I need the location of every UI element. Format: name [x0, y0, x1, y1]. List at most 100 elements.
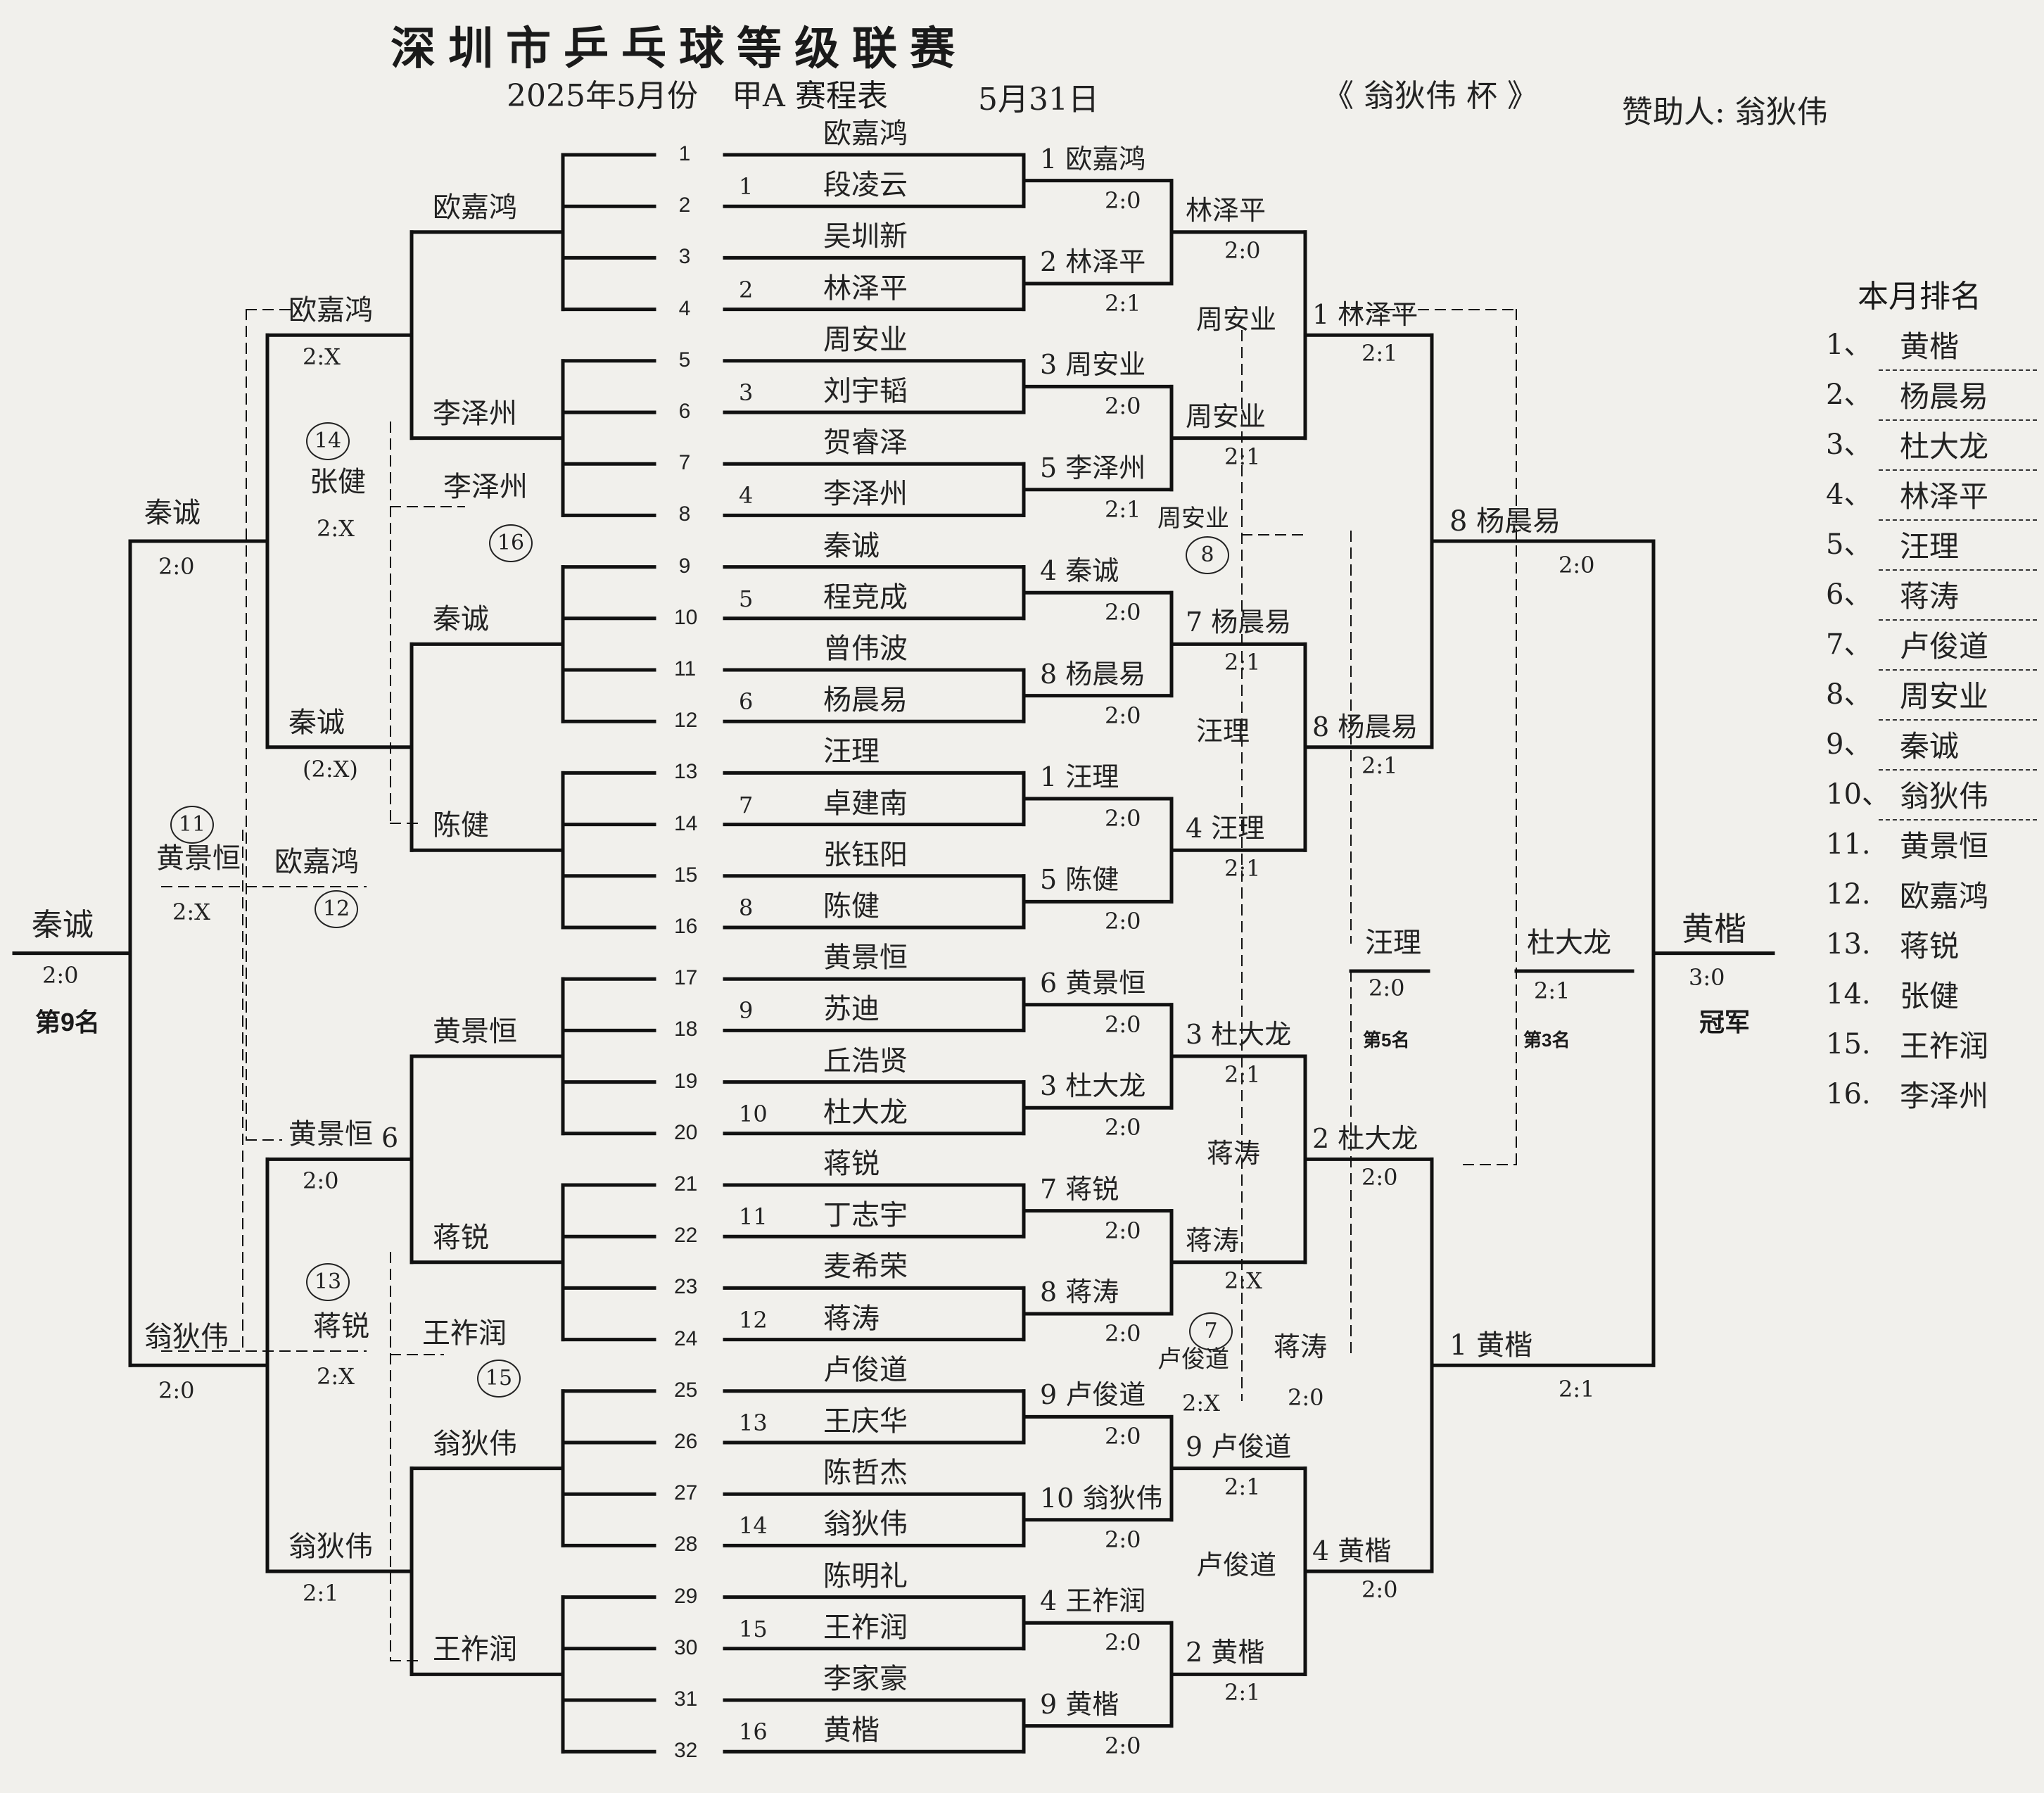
slot-number: 7: [678, 451, 691, 475]
r1-score: 2:0: [1105, 1732, 1141, 1759]
entrant-name: 苏迪: [823, 993, 880, 1026]
slot-number: 16: [674, 915, 698, 938]
rank-number: 10、: [1826, 778, 1890, 811]
rank-number: 6、: [1826, 578, 1872, 611]
slot-number: 5: [678, 348, 691, 372]
seventh-name: 卢俊道: [1157, 1345, 1229, 1374]
fifth-score: 2:0: [1369, 975, 1405, 1001]
entrant-name: 丁志宇: [823, 1199, 908, 1232]
entrant-name: 陈明礼: [823, 1559, 908, 1592]
left-r2-score: 2:0: [303, 1167, 339, 1195]
r3-score: 2:0: [1361, 1164, 1398, 1191]
r2-loser-name: 汪理: [1196, 716, 1250, 747]
entrant-name: 周安业: [823, 323, 908, 356]
left-r1-winner: 陈健: [433, 809, 489, 842]
slot-number: 14: [674, 811, 698, 835]
left-r2-winner: 黄景恒: [288, 1118, 373, 1151]
r2-winner-name: 蒋涛: [1186, 1224, 1240, 1256]
rank13-score: 2:X: [317, 1363, 355, 1390]
rank-name: 秦诚: [1900, 729, 1960, 764]
ninth-score: 2:0: [42, 961, 79, 989]
left-r2-score: (2:X): [303, 755, 358, 783]
rank-number: 11.: [1826, 828, 1871, 861]
slot-number: 26: [674, 1430, 698, 1453]
rank-number: 9、: [1826, 728, 1872, 761]
rank-name: 杜大龙: [1900, 429, 1989, 464]
rank-name: 王祚润: [1900, 1029, 1989, 1063]
r1-score: 2:1: [1105, 495, 1141, 523]
slot-number: 32: [674, 1739, 698, 1763]
left-r1-winner: 翁狄伟: [433, 1427, 517, 1460]
sponsor: 赞助人: 翁狄伟: [1622, 94, 1828, 130]
ninth-winner: 秦诚: [32, 906, 94, 943]
rank-name: 卢俊道: [1900, 629, 1989, 664]
ranking-title: 本月排名: [1858, 279, 1981, 314]
seed-number: 8: [739, 894, 754, 921]
rank-underline: [1879, 669, 2037, 671]
left-r2-winner: 秦诚: [288, 706, 345, 739]
left-r1-winner: 王祚润: [433, 1633, 517, 1666]
seed-number: 11: [739, 1203, 768, 1231]
r2-winner-name: 林泽平: [1186, 194, 1267, 226]
rank12-circle: 12: [315, 890, 358, 928]
r1-score: 2:0: [1105, 1010, 1141, 1038]
subtitle-group: 甲A: [732, 78, 785, 114]
rank-name: 蒋锐: [1900, 929, 1960, 963]
slot-number: 18: [674, 1018, 698, 1041]
entrant-name: 汪理: [823, 735, 880, 768]
rank-name: 杨晨易: [1900, 379, 1989, 414]
r2-score: 2:1: [1224, 443, 1261, 470]
rank-number: 7、: [1826, 628, 1872, 661]
r2-winner-name: 4 汪理: [1186, 813, 1265, 844]
entrant-name: 李泽州: [823, 478, 908, 511]
entrant-name: 麦希荣: [823, 1250, 908, 1284]
r2-score: 2:1: [1224, 855, 1261, 882]
seed-number: 4: [739, 482, 754, 509]
subtitle-schedule: 赛程表: [795, 78, 888, 114]
r1-winner-name: 3 杜大龙: [1040, 1070, 1146, 1102]
rank11-circle: 11: [170, 806, 214, 844]
champion-name: 黄楷: [1682, 909, 1746, 948]
rank11-name: 黄景恒: [156, 842, 241, 875]
rank-number: 4、: [1826, 479, 1872, 511]
entrant-name: 蒋锐: [823, 1148, 880, 1180]
r2-score: 2:1: [1224, 1473, 1261, 1500]
rank-number: 12.: [1826, 878, 1871, 911]
entrant-name: 王庆华: [823, 1405, 908, 1438]
slot-number: 27: [674, 1481, 698, 1505]
fifth-label: 第5名: [1363, 1029, 1410, 1051]
slot-number: 9: [678, 554, 691, 578]
r1-winner-name: 7 蒋锐: [1040, 1173, 1119, 1205]
slot-number: 6: [678, 400, 691, 423]
slot-number: 13: [674, 760, 698, 784]
r1-score: 2:0: [1105, 1629, 1141, 1656]
seed-number: 12: [739, 1306, 768, 1333]
r2-loser-name: 周安业: [1196, 304, 1277, 335]
fifth-winner: 汪理: [1365, 927, 1421, 959]
entrant-name: 丘浩贤: [823, 1044, 908, 1077]
entrant-name: 段凌云: [823, 169, 908, 202]
slot-number: 12: [674, 709, 698, 733]
slot-number: 24: [674, 1326, 698, 1350]
r3-winner-name: 1 林泽平: [1312, 299, 1418, 331]
rank-underline: [1879, 719, 2037, 721]
r1-score: 2:0: [1105, 1526, 1141, 1553]
r2-winner-name: 2 黄楷: [1186, 1637, 1265, 1668]
r2-loser-name: 卢俊道: [1196, 1550, 1277, 1580]
rank-name: 黄景恒: [1900, 829, 1989, 863]
r2-winner-name: 周安业: [1186, 400, 1267, 432]
slot-number: 3: [678, 245, 691, 269]
rank-name: 欧嘉鸿: [1900, 879, 1989, 913]
r1-winner-name: 6 黄景恒: [1040, 967, 1146, 999]
seventh-score: 2:X: [1182, 1390, 1220, 1417]
champion-label: 冠军: [1699, 1007, 1751, 1037]
left-r3-winner: 翁狄伟: [144, 1321, 229, 1354]
ninth-label: 第9名: [35, 1007, 101, 1037]
r1-winner-name: 9 黄楷: [1040, 1688, 1119, 1720]
slot-number: 11: [674, 657, 697, 680]
rank-underline: [1879, 569, 2037, 571]
seed-number: 3: [739, 379, 754, 406]
seed-number: 9: [739, 997, 754, 1025]
entrant-name: 秦诚: [823, 529, 880, 562]
